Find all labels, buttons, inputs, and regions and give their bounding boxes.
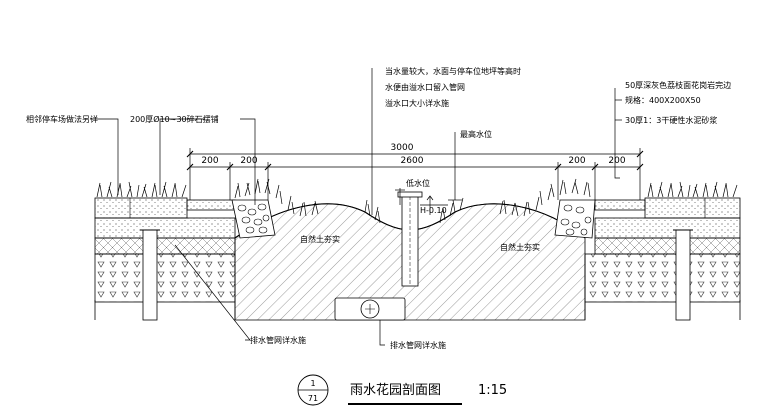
- title-number-bottom: 71: [308, 394, 318, 403]
- mortar-note: 30厚1：3干硬性水泥砂浆: [625, 115, 717, 125]
- dim-overall: 3000: [391, 143, 414, 153]
- overflow-note-3: 溢水口大小详水施: [385, 98, 449, 108]
- overflow-pipe: [397, 191, 423, 287]
- dim-inner: 2600: [401, 156, 424, 166]
- drain-pipe-left: [140, 229, 160, 321]
- overflow-note-1: 当水量较大，水面与停车位地坪等高时: [385, 66, 521, 76]
- right-parking-structure: [584, 197, 741, 320]
- leader-lines: [90, 68, 622, 346]
- gravel-note: 200厚Ø10~30碎石摆铺: [130, 114, 219, 124]
- left-parking-note: 相邻停车场做法另详: [26, 114, 98, 124]
- dim-left-b: 200: [240, 156, 257, 166]
- gravel-left: [231, 199, 276, 239]
- drawing-scale: 1:15: [478, 383, 507, 398]
- drawing-title: 雨水花园剖面图: [350, 382, 441, 398]
- dim-left-a: 200: [201, 156, 218, 166]
- soil-note-left: 自然土夯实: [300, 234, 340, 244]
- grass-right: [499, 178, 738, 217]
- title-block: [297, 374, 462, 406]
- left-parking-structure: [94, 197, 236, 320]
- stone-note-1: 50厚深灰色荔枝面花岗岩完边: [625, 80, 731, 90]
- water-level-marks: [395, 132, 462, 215]
- drain-note-left: 排水管网详水施: [250, 335, 306, 345]
- overflow-note-2: 水便由溢水口留入管网: [385, 82, 465, 92]
- dim-right-b: 200: [608, 156, 625, 166]
- grass-left: [96, 178, 319, 217]
- stone-note-2: 规格：400X200X50: [625, 95, 701, 105]
- soil-note-right: 自然土夯实: [500, 242, 540, 252]
- drain-note-center: 排水管网详水施: [390, 340, 446, 350]
- grass-basin: [364, 197, 464, 224]
- drain-pipe-center: [334, 297, 406, 321]
- level-label: H-0.10: [420, 206, 447, 215]
- low-water-label: 低水位: [406, 178, 430, 188]
- high-water-label: 最高水位: [460, 129, 492, 139]
- title-number-top: 1: [310, 379, 315, 388]
- drain-pipe-right: [673, 229, 693, 321]
- dim-right-a: 200: [568, 156, 585, 166]
- gravel-right: [554, 199, 596, 239]
- dimension-lines: [186, 148, 644, 200]
